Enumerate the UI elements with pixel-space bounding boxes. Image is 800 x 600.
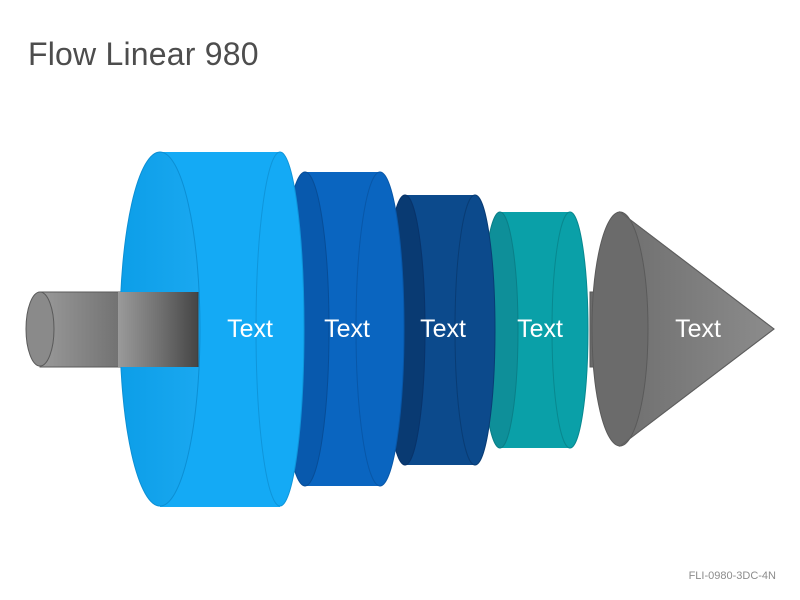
slide-code: FLI-0980-3DC-4N: [688, 570, 776, 582]
segment-1-label: Text: [227, 315, 273, 343]
center-shaft: [118, 292, 199, 367]
arrow-head: [591, 210, 775, 448]
slide-title: Flow Linear 980: [28, 36, 259, 72]
segment-3-label: Text: [420, 315, 466, 343]
segment-4-label: Text: [517, 315, 563, 343]
segment-2-label: Text: [324, 315, 370, 343]
arrow-head-label: Text: [675, 315, 721, 343]
